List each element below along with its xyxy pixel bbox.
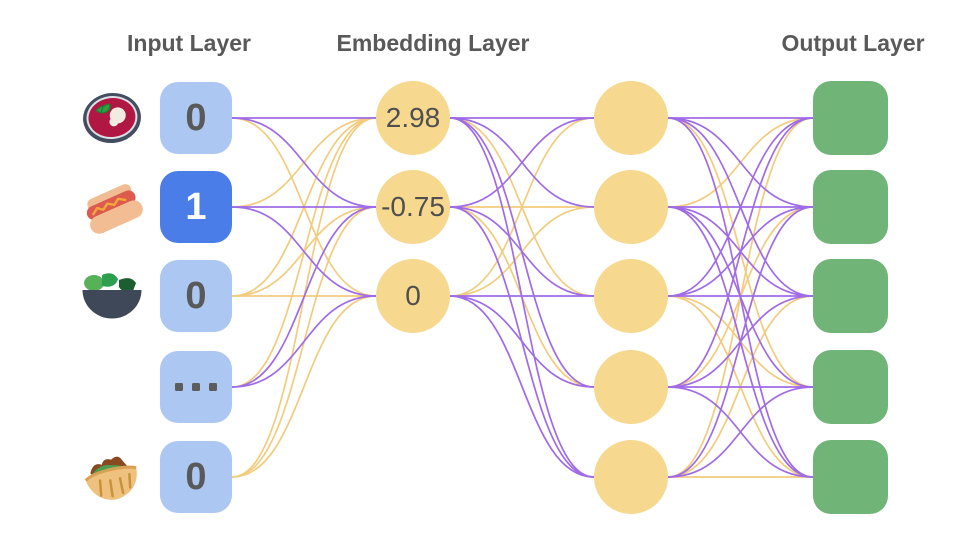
embedding-node-1-value: 2.98: [385, 102, 441, 133]
output-node-3: [813, 259, 888, 333]
embedding-node-2: -0.75: [376, 170, 450, 244]
embedding-node-3: 0: [376, 259, 450, 333]
ellipsis-dots: [175, 383, 217, 391]
hidden-node-1: [594, 81, 668, 155]
stuffed-flatbread-icon: [80, 445, 144, 509]
embedding-node-1: 2.98: [376, 81, 450, 155]
input-node-2-value: 1: [185, 185, 207, 228]
hidden-node-2: [594, 170, 668, 244]
input-node-5-value: 0: [185, 455, 207, 498]
salad-bowl-icon: [80, 264, 144, 328]
embedding-node-3-value: 0: [405, 280, 421, 311]
input-node-ellipsis: [160, 351, 232, 423]
hot-dog-icon: [80, 175, 144, 239]
embedding-layer-title: Embedding Layer: [336, 30, 530, 56]
output-node-1: [813, 81, 888, 155]
input-node-1: 0: [160, 82, 232, 154]
hidden-node-5: [594, 440, 668, 514]
input-node-1-value: 0: [185, 96, 207, 139]
embedding-node-2-value: -0.75: [381, 191, 445, 222]
input-node-3: 0: [160, 260, 232, 332]
borscht-soup-icon: [80, 86, 144, 150]
output-node-5: [813, 440, 888, 514]
input-node-5: 0: [160, 441, 232, 513]
output-node-4: [813, 350, 888, 424]
output-node-2: [813, 170, 888, 244]
output-layer-title: Output Layer: [781, 30, 925, 56]
input-layer-title: Input Layer: [127, 30, 251, 56]
input-node-2-active: 1: [160, 171, 232, 243]
hidden-node-3: [594, 259, 668, 333]
input-node-3-value: 0: [185, 274, 207, 317]
hidden-node-4: [594, 350, 668, 424]
